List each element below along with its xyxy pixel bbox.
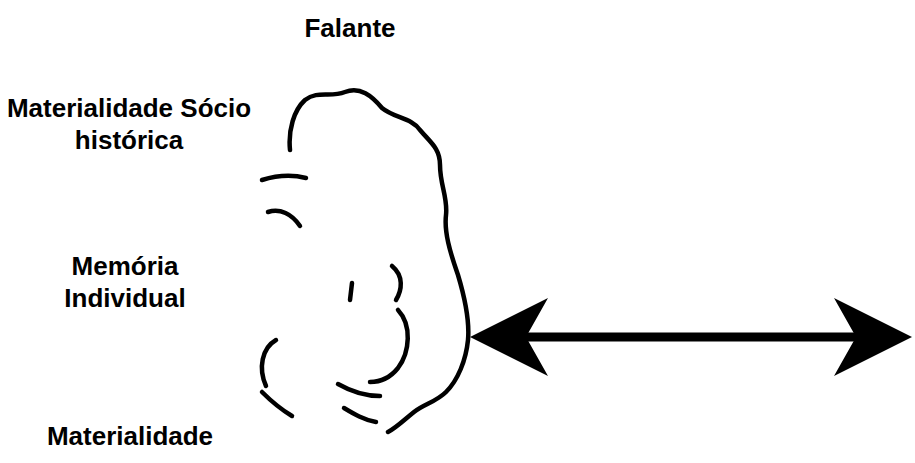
eyebrow-stroke [262,176,306,180]
side-label: Materialidade [10,420,250,452]
jaw-stroke [262,392,292,416]
title-label: Falante [280,12,420,44]
head-outline [290,90,469,432]
arrow-shaft [500,333,880,342]
side-label: Materialidade Sócio histórica [4,92,254,156]
cheek-stroke [370,310,408,382]
eye-stroke [350,283,352,300]
ear-stroke [262,340,276,386]
chin-stroke [344,408,376,422]
eyebrow-stroke [268,211,300,226]
arrow-head [834,298,912,376]
arrow-head [470,298,548,376]
nose-stroke [392,266,401,300]
side-label: Memória Individual [40,250,210,314]
double-arrow [470,298,912,376]
mouth-stroke [338,384,380,396]
